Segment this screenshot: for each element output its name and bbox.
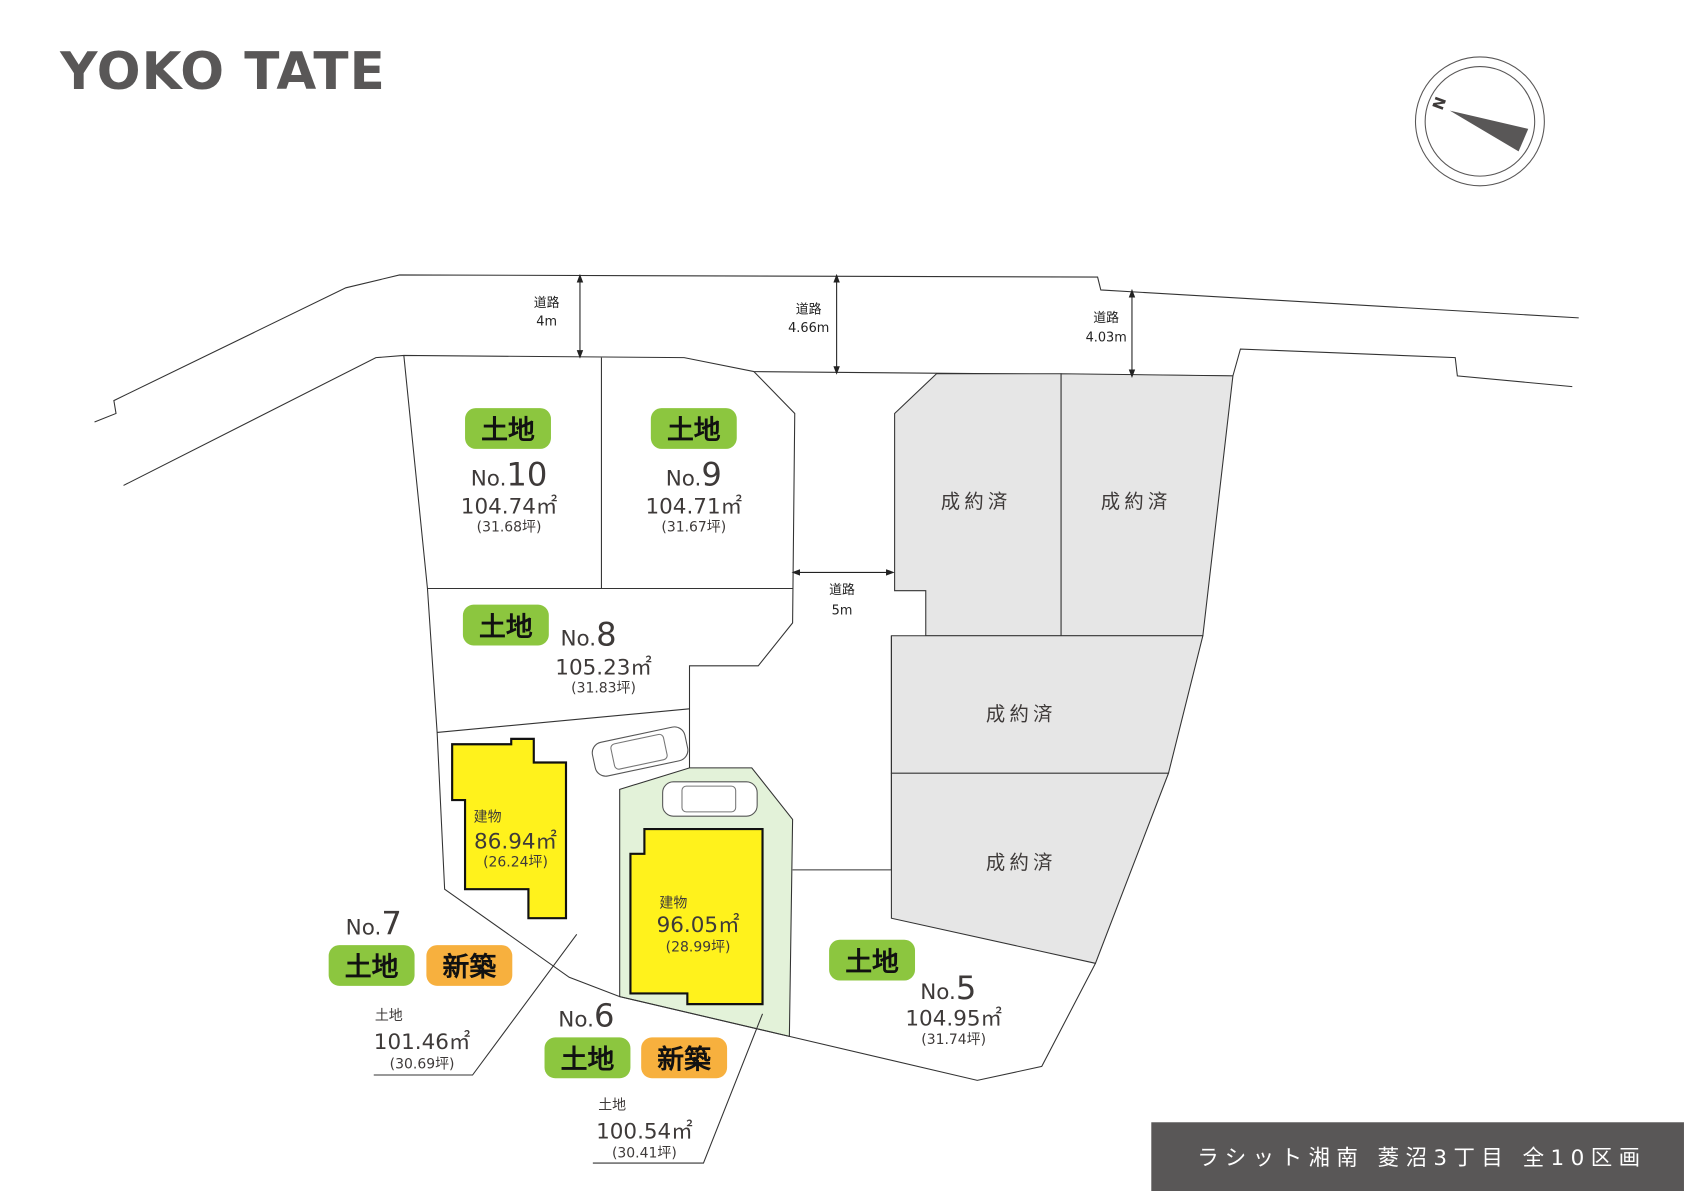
lot-area: 101.46㎡ <box>374 1029 471 1055</box>
lot-tsubo: (31.74坪) <box>921 1032 986 1048</box>
road-width: 5m <box>832 603 853 618</box>
lot-area: 100.54㎡ <box>596 1118 693 1144</box>
lot-boundaries <box>403 355 1096 1081</box>
land-badge-label: 土地 <box>345 952 399 983</box>
road-label: 道路 <box>1093 310 1119 326</box>
sold-label: 成約済 <box>941 490 1012 513</box>
road-width: 4.66m <box>788 321 829 336</box>
lot-number: No.7 <box>346 904 402 942</box>
land-badge <box>829 939 916 981</box>
lot-no5[interactable]: 土地 No.5 104.95㎡ (31.74坪) <box>829 939 1002 1048</box>
new-build-badge-label: 新築 <box>657 1044 711 1076</box>
north-label: N <box>1429 94 1450 112</box>
lot-no9[interactable]: 土地 No.9 104.71㎡ (31.67坪) <box>645 408 742 536</box>
compass: N <box>1414 56 1545 187</box>
lot-number: No.8 <box>560 615 616 653</box>
road-label: 道路 <box>829 582 855 598</box>
land-badge <box>650 408 737 449</box>
land-label: 土地 <box>375 1008 403 1024</box>
land-badge-label: 土地 <box>479 612 533 643</box>
road-dimensions: 道路 4m 道路 4.66m 道路 4.03m 道路 5m <box>534 273 1136 618</box>
new-build-badge <box>426 945 513 986</box>
lot-number: No.9 <box>666 455 722 493</box>
building-tsubo: (28.99坪) <box>666 940 731 956</box>
lot-tsubo: (31.67坪) <box>661 520 726 536</box>
new-build-badge-label: 新築 <box>443 951 497 983</box>
lot-area: 104.71㎡ <box>645 493 742 519</box>
land-badge <box>544 1037 631 1079</box>
new-build-badge <box>641 1037 728 1079</box>
lot-no10[interactable]: 土地 No.10 104.74㎡ (31.68坪) <box>461 408 558 536</box>
lot-number: No.10 <box>471 455 548 493</box>
land-badge-label: 土地 <box>667 415 721 446</box>
land-label: 土地 <box>598 1097 626 1113</box>
land-badge <box>328 945 415 986</box>
north-arrow-icon <box>1449 110 1529 152</box>
lot-area: 105.23㎡ <box>555 654 652 680</box>
sold-label: 成約済 <box>986 851 1057 874</box>
land-badge-label: 土地 <box>561 1045 615 1076</box>
road-width: 4m <box>536 314 557 329</box>
building-area: 86.94㎡ <box>474 828 557 854</box>
lot-area: 104.95㎡ <box>905 1006 1002 1032</box>
lot-no8[interactable]: 土地 No.8 105.23㎡ (31.83坪) <box>462 604 652 697</box>
logo: YOKO TATE <box>59 42 386 102</box>
lot-number: No.6 <box>558 997 614 1035</box>
land-badge-label: 土地 <box>481 415 535 446</box>
car-icon <box>591 726 689 777</box>
land-badge <box>462 604 549 646</box>
lot-tsubo: (31.83坪) <box>571 681 636 697</box>
lot-tsubo: (30.41坪) <box>612 1146 677 1162</box>
footer-title: ラシット湘南 菱沼3丁目 全10区画 <box>1197 1146 1646 1171</box>
road-label: 道路 <box>534 295 560 311</box>
lot-number: No.5 <box>920 969 976 1007</box>
building-area: 96.05㎡ <box>657 912 740 938</box>
car-icon <box>662 781 758 817</box>
sold-label: 成約済 <box>1101 490 1172 513</box>
sold-label: 成約済 <box>986 703 1057 726</box>
lot-area: 104.74㎡ <box>461 493 558 519</box>
building-label: 建物 <box>659 895 687 911</box>
road-width: 4.03m <box>1086 331 1127 346</box>
building-tsubo: (26.24坪) <box>483 855 548 871</box>
lot-no7[interactable]: No.7 土地 新築 土地 101.46㎡ (30.69坪) <box>328 904 578 1076</box>
lot-no6[interactable]: No.6 土地 新築 土地 100.54㎡ (30.41坪) <box>544 997 764 1164</box>
footer-bar: ラシット湘南 菱沼3丁目 全10区画 <box>1151 1122 1684 1191</box>
sold-lots <box>890 373 1234 964</box>
building-no7 <box>451 737 568 920</box>
building-label: 建物 <box>474 810 502 826</box>
lot-tsubo: (30.69坪) <box>390 1057 455 1073</box>
land-badge-label: 土地 <box>845 947 899 978</box>
lot-tsubo: (31.68坪) <box>477 520 542 536</box>
road-label: 道路 <box>796 302 822 318</box>
building-no6 <box>629 828 764 1006</box>
land-badge <box>465 408 551 449</box>
